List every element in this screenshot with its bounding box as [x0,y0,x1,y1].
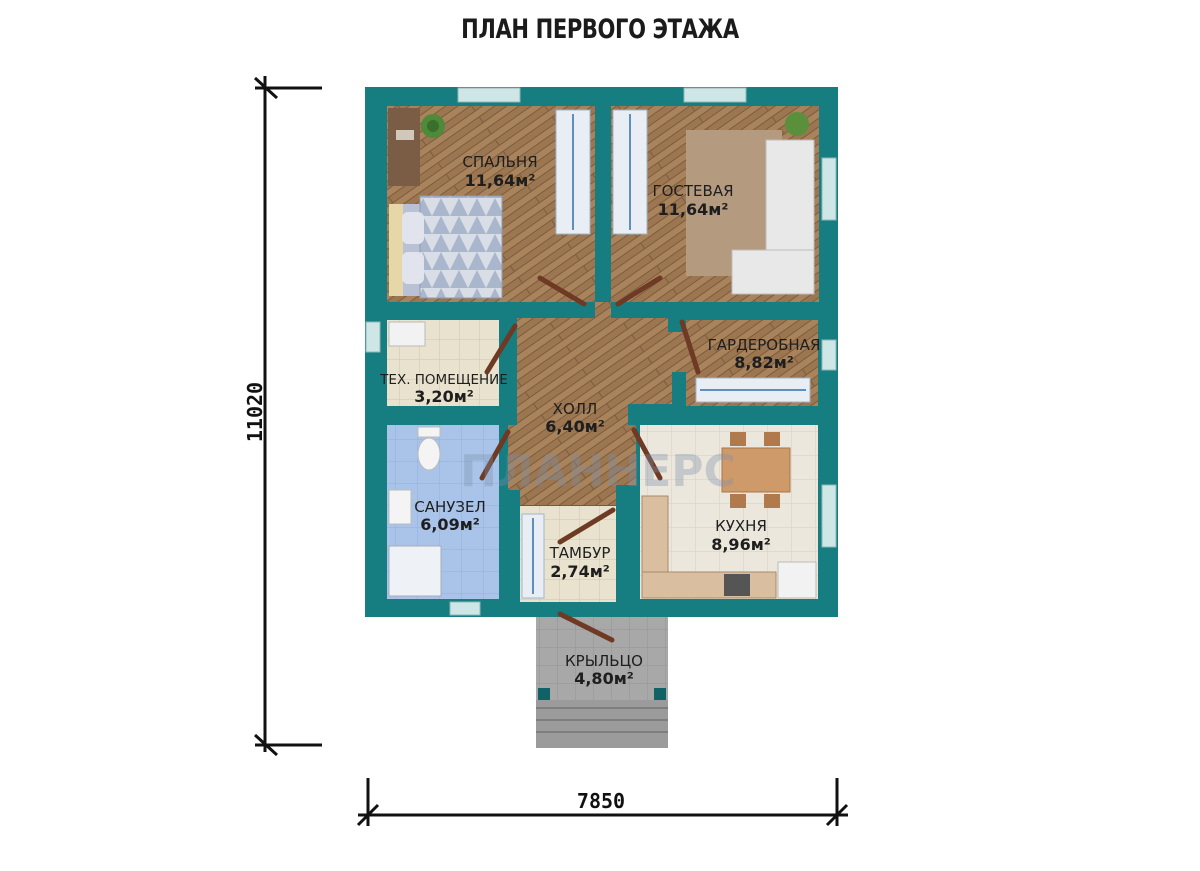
room-name: ГАРДЕРОБНАЯ [708,336,821,354]
room-name: СПАЛЬНЯ [462,153,537,171]
shower-icon [388,545,442,597]
room-bathroom: САНУЗЕЛ 6,09м² [414,498,486,534]
radiator-icon [521,109,811,599]
room-area: 2,74м² [550,562,610,581]
room-guest: ГОСТЕВАЯ 11,64м² [652,182,733,219]
room-area: 8,82м² [734,353,794,372]
room-area: 8,96м² [711,535,771,554]
height-dimension-label: 11020 [243,382,267,442]
windows [365,87,837,616]
plan-title: ПЛАН ПЕРВОГО ЭТАЖА [461,14,739,45]
room-hall: ХОЛЛ 6,40м² [545,400,605,436]
room-area: 4,80м² [574,669,634,688]
toilet-icon [417,426,441,471]
hall-floor [508,302,686,505]
room-name: КРЫЛЬЦО [565,652,643,670]
bed-icon [389,195,503,299]
room-name: КУХНЯ [715,517,767,535]
room-name: ТЕХ. ПОМЕЩЕНИЕ [379,372,508,388]
kitchen-counter-icon [641,495,817,599]
room-area: 11,64м² [658,200,729,219]
room-name: ХОЛЛ [553,400,598,418]
dining-table-icon [721,432,791,508]
sink-icon [388,489,412,525]
boiler-icon [388,321,426,347]
room-area: 11,64м² [465,171,536,190]
room-bedroom: СПАЛЬНЯ 11,64м² [462,153,537,190]
room-tech: ТЕХ. ПОМЕЩЕНИЕ 3,20м² [379,372,508,406]
width-dimension-label: 7850 [577,789,625,813]
watermark: ПЛАННЕРС [460,446,736,497]
sofa-icon [686,112,815,295]
room-area: 3,20м² [414,387,474,406]
room-name: ГОСТЕВАЯ [652,182,733,200]
room-kitchen: КУХНЯ 8,96м² [711,517,771,554]
room-area: 6,09м² [420,515,480,534]
porch [536,613,668,748]
desk-icon [388,108,445,186]
room-name: САНУЗЕЛ [414,498,486,516]
room-name: ТАМБУР [549,544,611,562]
door-swings [479,275,701,643]
height-dimension: 11020 [243,76,322,757]
room-area: 6,40м² [545,417,605,436]
room-wardrobe: ГАРДЕРОБНАЯ 8,82м² [708,336,821,372]
width-dimension: 7850 [356,778,849,827]
room-vestibule: ТАМБУР 2,74м² [549,544,611,581]
room-porch: КРЫЛЬЦО 4,80м² [565,652,643,688]
